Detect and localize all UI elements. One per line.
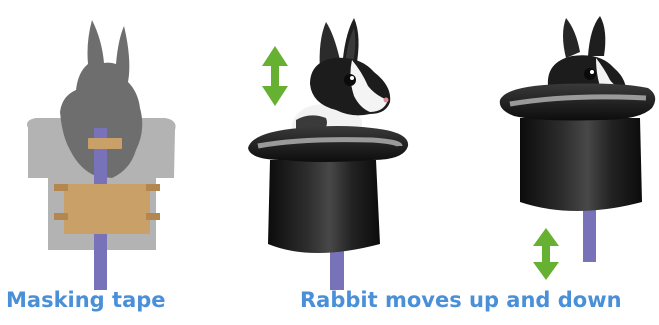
tape-tab [54,184,68,191]
stick [583,206,596,262]
panel-masking-tape [27,20,176,290]
rabbit-icon [292,18,390,138]
top-hat-icon [248,126,408,253]
tape-tab [54,213,68,220]
top-hat-icon [500,84,655,212]
double-headed-arrow-icon [533,228,559,280]
panel-rabbit-down [500,16,655,280]
tape-strip-top [88,138,122,149]
panel-rabbit-up [248,18,408,290]
double-headed-arrow-icon [262,46,288,106]
tape-tab [146,213,160,220]
caption-masking-tape: Masking tape [6,287,166,313]
tape-tab [146,184,160,191]
caption-rabbit-moves: Rabbit moves up and down [300,287,622,313]
masking-tape-square [64,184,150,234]
